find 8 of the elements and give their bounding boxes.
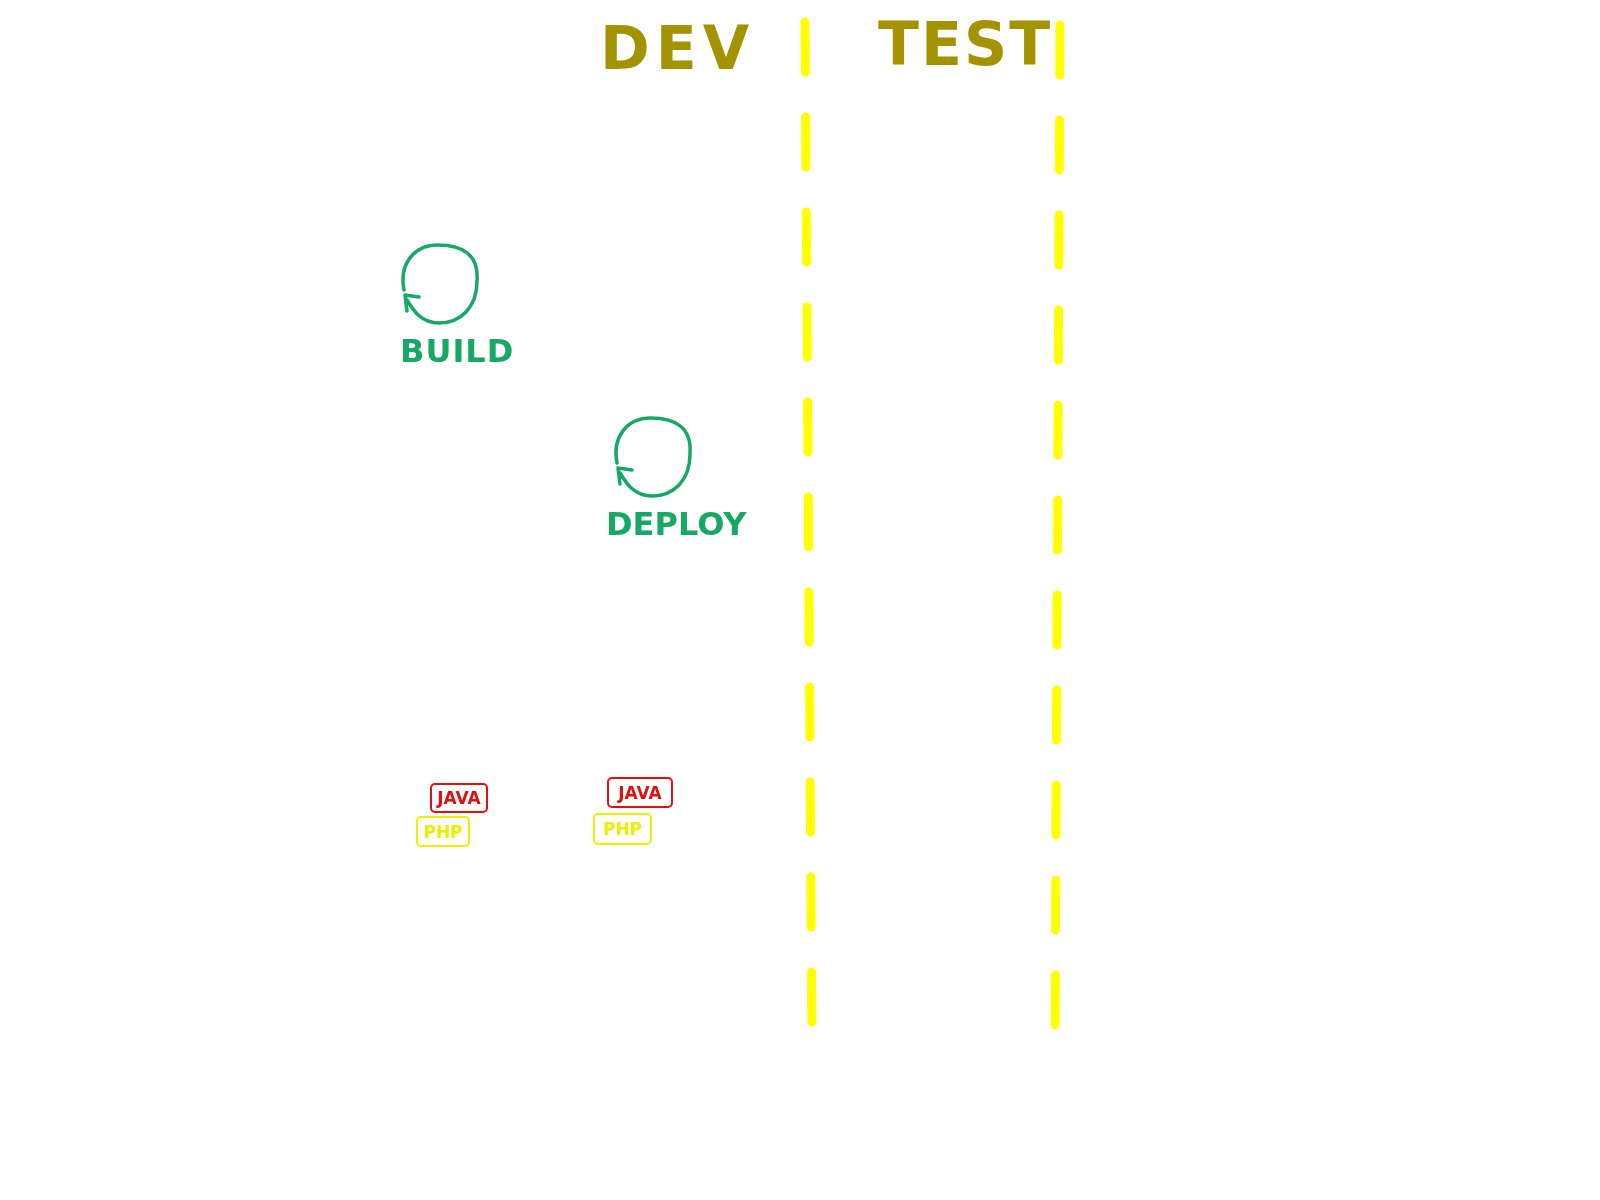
language-tag: JAVA xyxy=(430,783,488,813)
language-tag: PHP xyxy=(593,813,652,845)
stage-heading: TEST xyxy=(878,14,1053,74)
language-tag: PHP xyxy=(416,816,470,847)
step-label: BUILD xyxy=(400,335,515,367)
language-tag: JAVA xyxy=(607,777,673,808)
step-label: DEPLOY xyxy=(606,508,747,540)
stage-heading: DEV xyxy=(600,18,756,78)
